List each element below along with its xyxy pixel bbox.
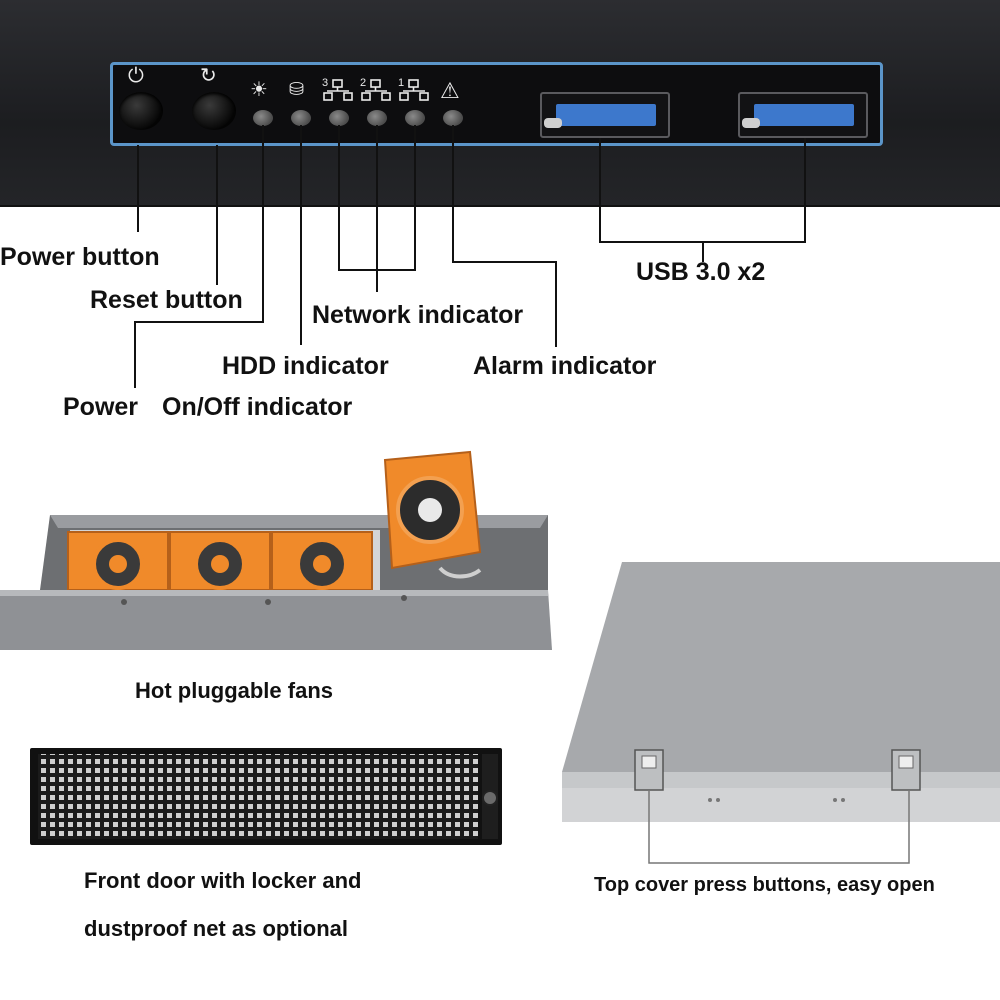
network-1-number: 1 [398,77,405,89]
power-button-label: Power button [0,243,160,271]
fan-1 [67,531,169,591]
power-led [253,110,273,126]
press-button-left [634,749,664,791]
network-2-icon: 2 [360,78,394,104]
fans-caption: Hot pluggable fans [135,678,333,703]
network-3-number: 3 [322,77,329,89]
power-symbol-icon: ⏻ [128,65,144,87]
network-1-icon: 1 [398,78,432,104]
usb-port-2 [738,92,868,138]
hdd-led [291,110,311,126]
front-door-caption-line1: Front door with locker and [84,868,362,893]
alarm-led [443,110,463,126]
power-onoff-indicator-label-word2: On/Off indicator [162,393,353,421]
fan-3 [271,531,373,591]
front-door-photo [30,748,502,845]
callout-lines [134,125,806,388]
network-2-led [367,110,387,126]
power-onoff-indicator-label-word1: Power [63,393,139,421]
hot-pluggable-fans-photo [0,450,552,650]
reset-symbol-icon: ↻ [200,65,217,87]
usb-label: USB 3.0 x2 [636,258,766,286]
reset-button [192,92,236,130]
power-button [119,92,163,130]
front-panel-photo: ⏻ ↻ ☀ ⛁ 3 2 1 [0,0,1000,207]
fan-removed [383,450,482,570]
usb-port-1 [540,92,670,138]
reset-button-label: Reset button [90,286,243,314]
network-1-led [405,110,425,126]
power-light-icon: ☀ [250,79,268,101]
fan-2 [169,531,271,591]
network-2-number: 2 [360,77,367,89]
network-3-icon: 3 [322,78,356,104]
alarm-indicator-label: Alarm indicator [473,352,657,380]
front-door-caption-line2: dustproof net as optional [84,916,348,941]
lock-icon [482,790,498,806]
top-cover-caption: Top cover press buttons, easy open [594,874,935,896]
hdd-indicator-label: HDD indicator [222,352,389,380]
alarm-icon: ⚠ [440,78,460,103]
network-indicator-label: Network indicator [312,301,524,329]
hdd-icon: ⛁ [289,79,305,99]
top-cover-photo [562,562,1000,864]
network-3-led [329,110,349,126]
